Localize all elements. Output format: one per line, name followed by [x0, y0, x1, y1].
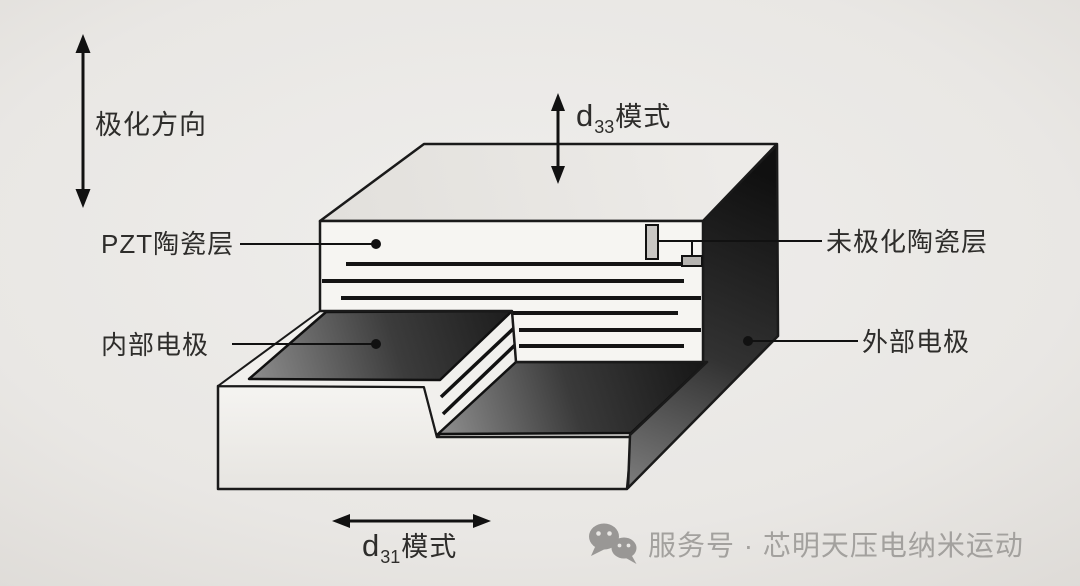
pzt-layer-label: PZT陶瓷层	[101, 229, 235, 259]
polarization-label: 极化方向	[95, 110, 207, 140]
stack-top-face	[318, 142, 779, 223]
leader-dot	[743, 336, 753, 346]
step-layer-line	[439, 326, 516, 399]
electrode-pad	[681, 255, 703, 267]
d33-mode-label: d 33 模式	[576, 98, 672, 136]
d31-symbol: d	[362, 528, 380, 563]
watermark-text: 服务号 · 芯明天压电纳米运动	[648, 530, 1024, 561]
unpoled-ceramic-zone	[645, 224, 659, 260]
unpoled-layer-label: 未极化陶瓷层	[826, 227, 989, 257]
d31-mode-label: d 31 模式	[362, 528, 458, 566]
d33-symbol: d	[576, 98, 594, 133]
leader-lines	[232, 240, 858, 345]
internal-electrode-label: 内部电极	[101, 330, 210, 360]
stack-front-face	[318, 219, 705, 364]
watermark: 服务号 · 芯明天压电纳米运动	[588, 522, 1024, 566]
step-layer-line	[441, 343, 517, 416]
wechat-icon	[589, 523, 637, 564]
polarization-arrow	[75, 34, 91, 208]
leader-dot	[371, 239, 381, 249]
d33-subscript: 33	[594, 117, 615, 137]
internal-electrode-lines	[322, 262, 701, 348]
d31-subscript: 31	[380, 547, 401, 567]
d33-mode-text: 模式	[615, 102, 672, 132]
external-electrode-label: 外部电极	[862, 327, 971, 357]
d31-mode-text: 模式	[401, 532, 458, 562]
d33-arrow	[551, 93, 565, 184]
d31-arrow	[332, 514, 491, 528]
leader-dot	[371, 339, 381, 349]
